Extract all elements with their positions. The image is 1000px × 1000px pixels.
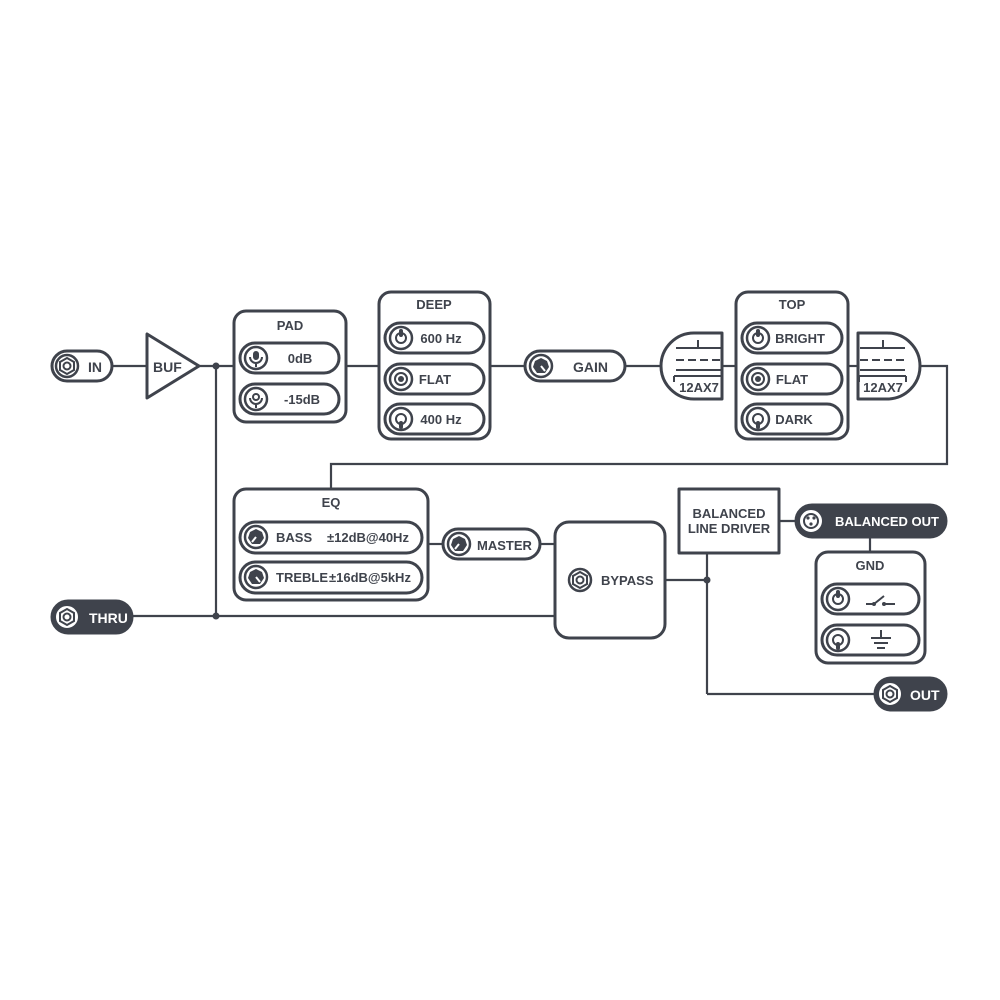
gnd-panel: GND (814, 550, 927, 665)
eq-bass-range: ±12dB@40Hz (327, 530, 409, 545)
knob-icon (446, 531, 472, 557)
wires (112, 364, 949, 696)
knob-icon (243, 564, 269, 590)
thru-jack[interactable]: THRU (50, 599, 134, 635)
line-driver-line1: BALANCED (693, 506, 766, 521)
top-option-label: DARK (775, 412, 813, 427)
pad-option-label: -15dB (284, 392, 320, 407)
deep-option-flat[interactable]: FLAT (383, 362, 486, 396)
bypass-footswitch[interactable]: BYPASS (553, 520, 667, 640)
toggle-icon (388, 406, 414, 432)
buffer-amp: BUF (145, 332, 201, 400)
toggle-icon (388, 325, 414, 351)
toggle-icon (825, 586, 851, 612)
top-option-label: BRIGHT (775, 331, 825, 346)
pad-title: PAD (277, 318, 303, 333)
tube-stage-right: 12AX7 (856, 331, 922, 401)
balanced-line-driver: BALANCED LINE DRIVER (677, 487, 781, 555)
eq-bass-name: BASS (276, 530, 312, 545)
toggle-icon (745, 366, 771, 392)
line-driver-line2: LINE DRIVER (688, 521, 771, 536)
deep-option-label: FLAT (419, 372, 451, 387)
out-jack[interactable]: OUT (873, 676, 948, 712)
eq-treble-name: TREBLE (276, 570, 328, 585)
eq-panel: EQ BASS ±12dB@40Hz TREBLE ±16dB@5kHz (232, 487, 430, 602)
top-option-label: FLAT (776, 372, 808, 387)
thru-jack-label: THRU (89, 610, 128, 626)
knob-icon (528, 353, 554, 379)
master-knob[interactable]: MASTER (441, 527, 542, 561)
gnd-option-lift[interactable] (820, 582, 921, 616)
in-jack[interactable]: IN (50, 349, 114, 383)
pad-option-minus15db[interactable]: -15dB (238, 382, 341, 416)
eq-title: EQ (322, 495, 341, 510)
lift-switch-icon (866, 595, 895, 606)
eq-bass-control[interactable]: BASS ±12dB@40Hz (238, 520, 424, 555)
gain-label: GAIN (573, 359, 608, 375)
balanced-out-label: BALANCED OUT (835, 514, 939, 529)
in-jack-label: IN (88, 359, 102, 375)
junction-dot (212, 612, 220, 620)
gain-knob[interactable]: GAIN (523, 349, 627, 383)
junction-dot (212, 362, 220, 370)
gnd-title: GND (856, 558, 885, 573)
master-label: MASTER (477, 538, 533, 553)
out-jack-label: OUT (910, 687, 940, 703)
mic-icon (243, 345, 269, 371)
eq-treble-control[interactable]: TREBLE ±16dB@5kHz (238, 560, 424, 595)
pad-option-0db[interactable]: 0dB (238, 341, 341, 375)
deep-panel: DEEP 600 Hz FLAT (377, 290, 492, 441)
top-option-dark[interactable]: DARK (740, 402, 844, 436)
balanced-out-jack[interactable]: BALANCED OUT (794, 503, 948, 539)
bypass-label: BYPASS (601, 573, 654, 588)
jack-socket-icon (877, 681, 903, 707)
pad-panel: PAD 0dB -15dB (232, 309, 348, 424)
jack-socket-icon (54, 353, 80, 379)
deep-option-label: 400 Hz (420, 412, 462, 427)
toggle-icon (745, 325, 771, 351)
buffer-label: BUF (153, 359, 182, 375)
footswitch-icon (567, 567, 593, 593)
deep-title: DEEP (416, 297, 452, 312)
eq-treble-range: ±16dB@5kHz (329, 570, 411, 585)
top-option-flat[interactable]: FLAT (740, 362, 844, 396)
toggle-icon (825, 627, 851, 653)
deep-option-label: 600 Hz (420, 331, 462, 346)
ground-icon (871, 630, 891, 649)
tube-right-label: 12AX7 (863, 380, 903, 395)
deep-option-600hz[interactable]: 600 Hz (383, 321, 486, 355)
gnd-option-ground[interactable] (820, 623, 921, 657)
junction-dot (703, 576, 711, 584)
toggle-icon (388, 366, 414, 392)
tube-left-label: 12AX7 (679, 380, 719, 395)
top-panel: TOP BRIGHT FLAT (734, 290, 850, 441)
tube-stage-left: 12AX7 (659, 331, 724, 401)
mic-icon (243, 386, 269, 412)
deep-option-400hz[interactable]: 400 Hz (383, 402, 486, 436)
top-option-bright[interactable]: BRIGHT (740, 321, 844, 355)
xlr-socket-icon (798, 508, 824, 534)
toggle-icon (745, 406, 771, 432)
knob-icon (243, 524, 269, 550)
pad-option-label: 0dB (288, 351, 313, 366)
jack-socket-icon (54, 604, 80, 630)
top-title: TOP (779, 297, 806, 312)
